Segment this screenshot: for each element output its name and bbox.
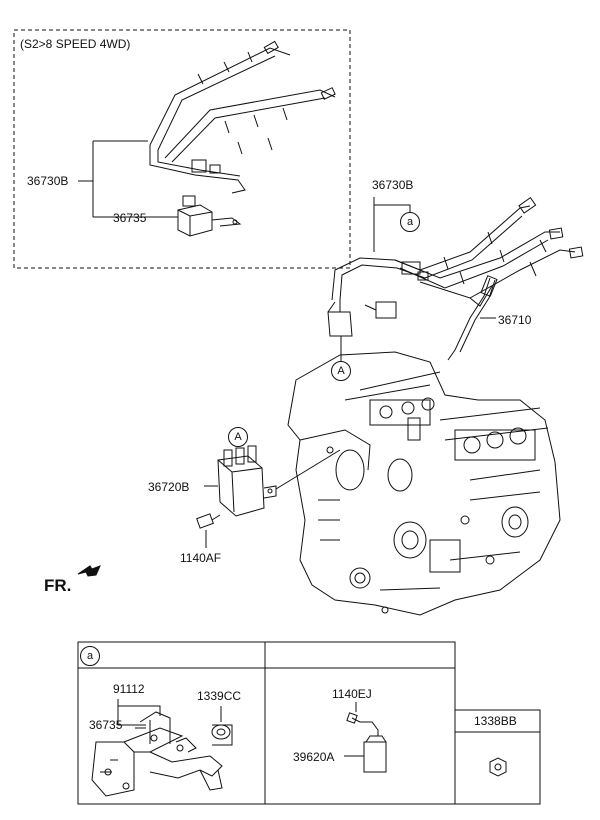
part-label-36710: 36710 [498, 313, 532, 327]
leader-36730B-variant [78, 140, 178, 218]
table-part-91112: 91112 [113, 682, 145, 696]
front-arrow-icon [77, 565, 101, 577]
table-nut-drawing [489, 757, 507, 777]
table-part-1338BB: 1338BB [474, 714, 517, 728]
variant-box-frame [13, 29, 351, 269]
part-label-36730B-main: 36730B [372, 178, 414, 192]
callout-a-harness: a [400, 212, 420, 232]
callout-A-harness: A [331, 361, 351, 381]
part-label-1140AF: 1140AF [180, 551, 222, 565]
table-part-39620A: 39620A [293, 750, 335, 764]
variant-harness-drawing [149, 40, 336, 194]
table-bracket-drawing [91, 699, 233, 797]
table-part-1140EJ: 1140EJ [332, 687, 372, 701]
variant-bracket-drawing [177, 195, 242, 237]
part-label-36735-variant: 36735 [113, 211, 147, 225]
variant-box-title: (S2>8 SPEED 4WD) [20, 37, 131, 51]
part-label-36720B: 36720B [148, 480, 190, 494]
callout-A-controller: A [228, 427, 248, 447]
bolt-drawing [196, 513, 221, 548]
part-label-36730B-variant: 36730B [27, 174, 69, 188]
front-marker-label: FR. [44, 576, 72, 595]
callout-a-table: a [80, 646, 100, 666]
table-part-36735: 36735 [89, 718, 123, 732]
parts-table-frame [77, 641, 541, 805]
table-sensor-drawing [344, 702, 387, 773]
main-harness-drawing [327, 197, 584, 362]
engine-block-drawing [287, 351, 561, 616]
table-part-1339CC: 1339CC [197, 689, 242, 703]
